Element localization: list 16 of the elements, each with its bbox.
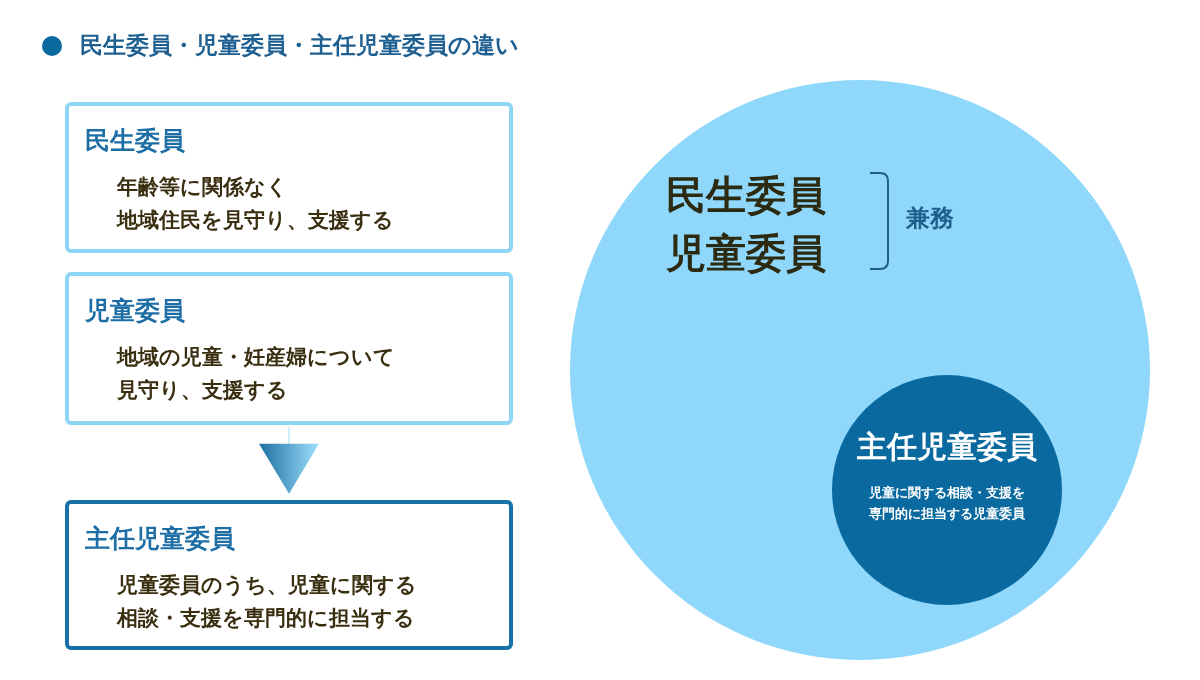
card-description: 児童委員のうち、児童に関する相談・支援を専門的に担当する bbox=[117, 572, 417, 632]
circle-heading: 児童委員 bbox=[666, 229, 826, 278]
card-description: 地域の児童・妊産婦について見守り、支援する bbox=[117, 344, 395, 404]
chevron-arrow bbox=[259, 426, 319, 494]
title: 民生委員・児童委員・主任児童委員の違い bbox=[80, 31, 519, 60]
circle-description: 児童に関する相談・支援を専門的に担当する児童委員 bbox=[868, 484, 1026, 523]
info-card bbox=[65, 272, 513, 425]
circle-heading: 主任児童委員 bbox=[856, 428, 1038, 466]
card-heading: 児童委員 bbox=[85, 295, 185, 327]
info-card bbox=[65, 500, 513, 650]
bracket-label: 兼務 bbox=[906, 203, 954, 234]
card-heading: 民生委員 bbox=[85, 125, 185, 157]
card-heading: 主任児童委員 bbox=[85, 523, 235, 555]
info-card bbox=[65, 102, 513, 253]
card-description: 年齢等に関係なく地域住民を見守り、支援する bbox=[117, 174, 394, 234]
circle-heading: 民生委員 bbox=[666, 171, 826, 220]
